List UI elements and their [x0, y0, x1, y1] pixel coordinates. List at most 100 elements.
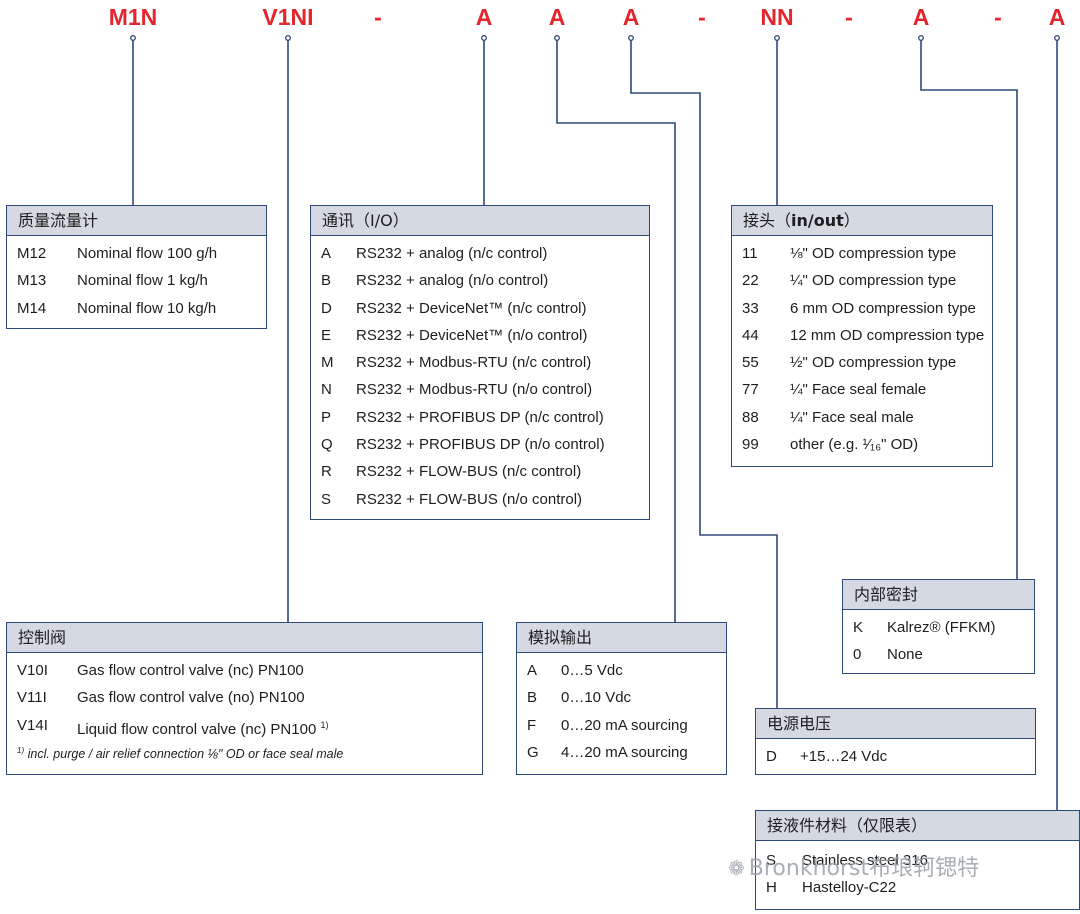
- list-item: V14I Liquid flow control valve (nc) PN100…: [7, 712, 482, 739]
- connector-dot: [285, 35, 291, 41]
- option-desc: ¼" Face seal female: [790, 381, 927, 399]
- connector-dot: [1054, 35, 1060, 41]
- option-desc: Liquid flow control valve (nc) PN100: [77, 720, 317, 738]
- option-desc: 0…5 Vdc: [561, 662, 623, 679]
- footnote: 1) incl. purge / air relief connection ⅛…: [7, 739, 482, 766]
- code-separator: -: [994, 4, 1002, 30]
- wechat-icon: ❁: [728, 856, 745, 880]
- option-desc: Nominal flow 10 kg/h: [77, 299, 217, 317]
- connector-dot: [774, 35, 780, 41]
- option-desc: None: [887, 646, 923, 664]
- list-item: R RS232 + FLOW-BUS (n/c control): [311, 458, 649, 485]
- list-item: 0 None: [843, 641, 1034, 668]
- option-code: H: [766, 879, 777, 897]
- analog-output-title: 模拟输出: [517, 623, 726, 653]
- option-desc: Stainless steel 316: [802, 852, 928, 869]
- option-code: K: [853, 619, 864, 636]
- option-desc: ⅛" OD compression type: [790, 245, 957, 262]
- option-desc: RS232 + PROFIBUS DP (n/o control): [356, 436, 605, 454]
- supply-voltage-box: 电源电压 D +15…24 Vdc: [755, 708, 1036, 775]
- option-code: 33: [742, 299, 759, 317]
- option-desc: RS232 + Modbus-RTU (n/o control): [356, 381, 593, 399]
- option-desc: RS232 + DeviceNet™ (n/c control): [356, 299, 587, 317]
- option-code: V11I: [17, 689, 47, 707]
- footnote-text: incl. purge / air relief connection ⅛" O…: [24, 747, 344, 762]
- option-desc: RS232 + DeviceNet™ (n/o control): [356, 326, 588, 344]
- option-desc: Hastelloy-C22: [802, 879, 897, 897]
- supply-voltage-title: 电源电压: [756, 709, 1035, 739]
- option-desc: 0…20 mA sourcing: [561, 716, 688, 734]
- list-item: E RS232 + DeviceNet™ (n/o control): [311, 322, 649, 349]
- option-code: A: [527, 662, 538, 679]
- code-segment-a-inner-seal: A: [912, 4, 930, 30]
- connection-title-bold: in/out: [791, 211, 844, 230]
- list-item: M12 Nominal flow 100 g/h: [7, 240, 266, 267]
- option-desc: 4…20 mA sourcing: [561, 743, 688, 761]
- connector-dot: [554, 35, 560, 41]
- option-desc: other (e.g. ¹⁄₁₆" OD): [790, 436, 919, 454]
- option-code: M12: [17, 245, 47, 262]
- option-desc: Nominal flow 100 g/h: [77, 245, 218, 262]
- option-code: B: [321, 272, 332, 290]
- list-item: D +15…24 Vdc: [756, 743, 1035, 770]
- option-desc: RS232 + FLOW-BUS (n/c control): [356, 463, 582, 481]
- option-code: R: [321, 463, 332, 481]
- code-segment-v1ni: V1NI: [262, 4, 314, 30]
- option-code: 11: [742, 245, 758, 262]
- option-code: E: [321, 326, 332, 344]
- code-separator: -: [845, 4, 853, 30]
- connector-supply-voltage: [630, 38, 778, 708]
- option-code: M13: [17, 272, 47, 290]
- option-code: M: [321, 354, 334, 372]
- code-segment-m1n: M1N: [108, 4, 158, 30]
- code-separator: -: [374, 4, 382, 30]
- option-code: A: [321, 245, 332, 262]
- wetted-material-title: 接液件材料（仅限表）: [756, 811, 1079, 841]
- option-desc: +15…24 Vdc: [800, 748, 888, 765]
- code-segment-a-analog-output: A: [548, 4, 566, 30]
- control-valve-title: 控制阀: [7, 623, 482, 653]
- option-desc: RS232 + analog (n/o control): [356, 272, 549, 290]
- code-segment-a-wetted-material: A: [1048, 4, 1066, 30]
- option-code: 0: [853, 646, 862, 664]
- wechat-label: Bronkhorst布琅轲锶特: [748, 856, 980, 881]
- connection-title: 接头（in/out）: [732, 206, 992, 236]
- option-code: 55: [742, 354, 759, 372]
- option-code: V14I: [17, 716, 48, 734]
- connection-title-end: ）: [843, 211, 860, 230]
- option-code: 44: [742, 326, 759, 344]
- code-separator: -: [698, 4, 706, 30]
- option-code: 99: [742, 436, 759, 454]
- connection-title-cn: 接头（: [743, 211, 792, 230]
- list-item: A 0…5 Vdc: [517, 657, 726, 684]
- connector-analog-output: [556, 38, 676, 622]
- option-desc: ¼" Face seal male: [790, 408, 914, 426]
- list-item: 99 other (e.g. ¹⁄₁₆" OD): [732, 431, 992, 458]
- option-desc: RS232 + FLOW-BUS (n/o control): [356, 490, 583, 508]
- list-item: 11 ⅛" OD compression type: [732, 240, 992, 267]
- connector-dot: [481, 35, 487, 41]
- footnote-marker: 1): [320, 719, 329, 730]
- option-code: D: [766, 748, 777, 765]
- option-code: B: [527, 689, 538, 707]
- code-segment-nn-connection: NN: [760, 4, 794, 30]
- option-code: V10I: [17, 662, 48, 679]
